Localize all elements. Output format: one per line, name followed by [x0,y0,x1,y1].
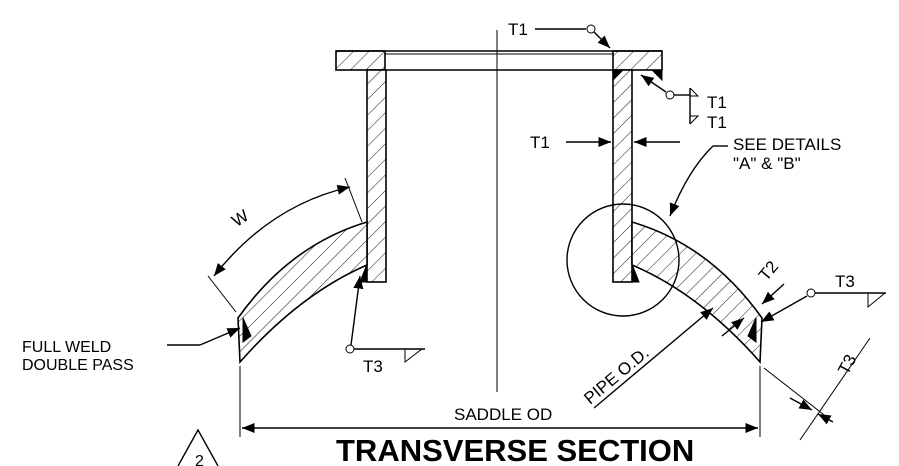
t1-top-callout: T1 [508,20,611,49]
full-weld-line1: FULL WELD [22,339,111,356]
t1-wall-label: T1 [530,133,550,152]
revision-triangle [177,428,219,466]
t1-wall-dimension: T1 [530,133,680,152]
t3-right-dimension: T3 [763,337,871,441]
see-details-line2: "A" & "B" [733,154,801,173]
page-title: TRANSVERSE SECTION [336,433,694,466]
right-saddle-band [631,220,763,365]
full-weld-line2: DOUBLE PASS [22,357,134,374]
see-details-line1: SEE DETAILS [733,135,841,154]
t3-right-symbol-label: T3 [835,272,855,291]
t3-right-weld-symbol: T3 [760,272,886,323]
left-wall [366,69,387,283]
t2-label: T2 [755,257,782,284]
t3-right-dim-label: T3 [834,351,860,377]
t1-top-label: T1 [508,20,528,39]
saddle-od-dimension: SADDLE OD [239,366,761,437]
detail-circle [566,203,680,317]
flange-plate [335,50,663,71]
revision-triangle-glyph: 2 [195,453,204,466]
right-wall [612,69,633,283]
saddle-od-label: SADDLE OD [454,405,552,424]
t1-weld-lower-label: T1 [707,113,727,132]
left-saddle-band [237,220,368,365]
pipe-od-callout: PIPE O.D. [580,307,714,409]
w-label: W [228,206,252,231]
see-details-callout: SEE DETAILS "A" & "B" [669,135,841,217]
t1-weld-upper-label: T1 [707,93,727,112]
t3-left-weld-symbol: T3 [345,275,425,376]
pipe-od-label: PIPE O.D. [580,343,652,408]
weld-fills [242,69,757,343]
t3-left-label: T3 [363,357,383,376]
t1-weld-symbol: T1 T1 [640,74,727,132]
w-dimension: W [207,177,363,313]
full-weld-callout: FULL WELD DOUBLE PASS [22,327,241,374]
